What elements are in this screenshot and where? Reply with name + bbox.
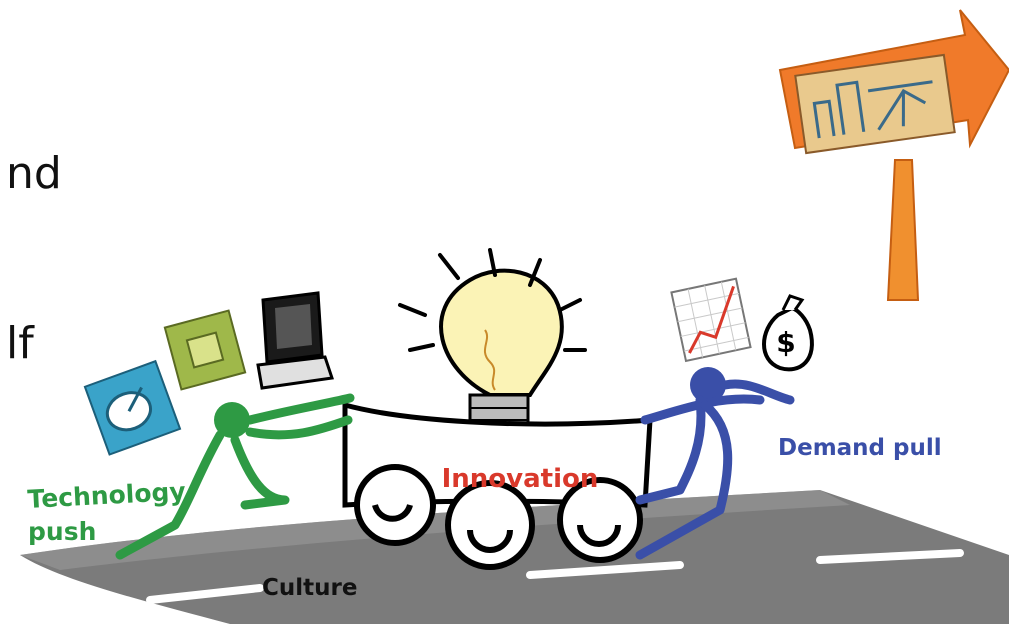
innovation-label: Innovation xyxy=(442,464,599,494)
slide-text-fragment-1: nd xyxy=(6,148,62,199)
money-bag-dollar: $ xyxy=(776,326,795,359)
slide-text-fragment-2: lf xyxy=(6,318,34,369)
technology-push-figure xyxy=(115,393,355,560)
demand-pull-figure xyxy=(635,367,795,560)
satellite-dish-icon xyxy=(83,359,182,456)
demand-pull-label: Demand pull xyxy=(778,435,942,461)
laptop-icon xyxy=(256,291,334,390)
signpost-arrow xyxy=(778,9,1009,301)
innovation-cart xyxy=(342,401,653,570)
light-bulb-icon xyxy=(398,248,587,442)
culture-label: Culture xyxy=(262,575,357,601)
technology-push-label-line2: push xyxy=(28,517,96,546)
sales-chart-icon xyxy=(670,277,752,363)
money-bag-icon: $ xyxy=(762,294,814,372)
microchip-icon xyxy=(163,309,247,391)
technology-push-label-line1: Technology xyxy=(27,477,187,514)
